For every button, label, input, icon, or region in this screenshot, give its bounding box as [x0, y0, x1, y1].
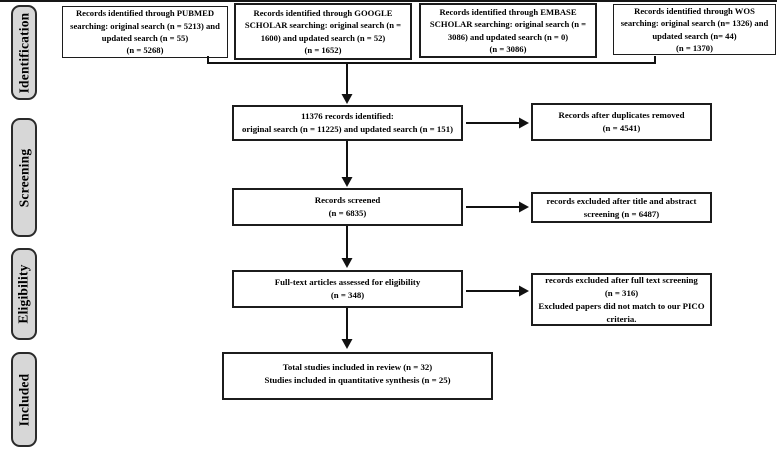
box-fulltext-assessed: Full-text articles assessed for eligibil…: [232, 270, 463, 308]
text-line: (n = 348): [330, 290, 365, 300]
arrow-screened-to-fulltext: [341, 226, 353, 268]
stage-screening: Screening: [11, 118, 37, 237]
text-line: (n = 3086): [489, 43, 527, 54]
stage-included: Included: [11, 352, 37, 447]
text-line: searching: original search (n = 5213) an…: [70, 20, 220, 31]
stage-screening-label: Screening: [16, 148, 31, 207]
text-line: Total studies included in review (n = 32…: [282, 362, 433, 372]
box-records-screened: Records screened (n = 6835): [232, 188, 463, 226]
text-line: (n = 316): [604, 287, 639, 298]
box-records-embase: Records identified through EMBASE SCHOLAR…: [419, 3, 597, 58]
text-line: SCHOLAR searching: original search (n =: [429, 19, 587, 30]
text-line: (n = 6835): [328, 208, 367, 218]
box-records-identified-total: 11376 records identified: original search…: [232, 105, 463, 141]
text-line: Records identified through GOOGLE: [253, 7, 393, 18]
text-line: 3086) and updated search (n = 0): [447, 31, 569, 42]
text-line: Records identified through PUBMED: [75, 8, 215, 19]
text-line: criteria.: [606, 313, 637, 324]
text-line: original search (n = 11225) and updated …: [241, 124, 454, 134]
arrow-to-excluded-title-abstract: [466, 201, 529, 213]
text-line: Records screened: [314, 195, 381, 205]
arrow-identified-to-screened: [341, 141, 353, 187]
text-line: Records after duplicates removed: [558, 110, 685, 120]
text-line: records excluded after full text screeni…: [545, 274, 698, 285]
text-line: 1600) and updated search (n = 52): [260, 32, 386, 43]
stage-included-label: Included: [16, 373, 31, 426]
box-excluded-fulltext: records excluded after full text screeni…: [531, 273, 712, 326]
box-duplicates-removed: Records after duplicates removed (n = 454…: [531, 103, 712, 141]
text-line: screening (n = 6487): [583, 208, 660, 219]
stage-identification-label: Identification: [16, 12, 31, 93]
stage-eligibility-label: Eligibility: [16, 264, 31, 324]
box-excluded-title-abstract: records excluded after title and abstrac…: [531, 192, 712, 223]
stage-eligibility: Eligibility: [11, 248, 37, 340]
arrow-to-duplicates-removed: [466, 117, 529, 129]
text-line: Records identified through EMBASE: [439, 6, 577, 17]
text-line: searching: original search (n= 1326) and: [620, 18, 769, 29]
box-studies-included: Total studies included in review (n = 32…: [222, 352, 493, 400]
text-line: records excluded after title and abstrac…: [546, 195, 697, 206]
box-records-google-scholar: Records identified through GOOGLE SCHOLAR…: [234, 3, 412, 60]
text-line: (n = 4541): [602, 123, 641, 133]
text-line: SCHOLAR searching: original search (n =: [244, 20, 402, 31]
text-line: updated search (n = 55): [101, 33, 189, 43]
arrow-to-excluded-fulltext: [466, 285, 529, 297]
text-line: Records identified through WOS: [634, 5, 755, 16]
text-line: Excluded papers did not match to our PIC…: [538, 300, 705, 311]
figure-top-rule: [0, 0, 777, 2]
text-line: Full-text articles assessed for eligibil…: [274, 277, 421, 287]
box-records-wos: Records identified through WOS searching:…: [613, 4, 776, 55]
text-line: (n = 5268): [126, 45, 164, 56]
text-line: 11376 records identified:: [301, 111, 394, 121]
arrow-fulltext-to-included: [341, 308, 353, 349]
text-line: updated search (n= 44): [652, 30, 737, 41]
stage-identification: Identification: [11, 5, 37, 100]
text-line: (n = 1652): [304, 44, 342, 55]
funnel-connector: [207, 56, 656, 104]
text-line: Studies included in quantitative synthes…: [264, 375, 451, 385]
text-line: (n = 1370): [676, 42, 713, 53]
